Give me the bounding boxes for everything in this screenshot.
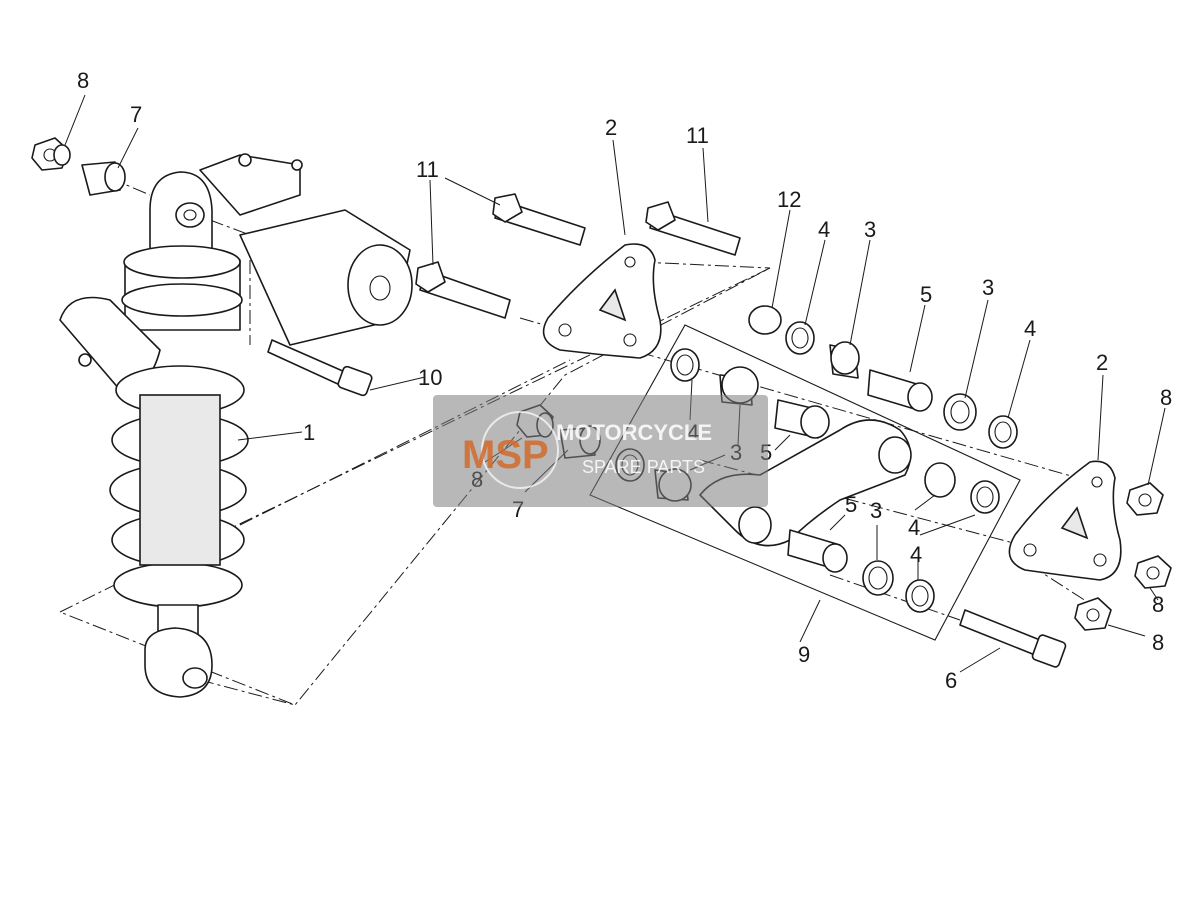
bolt-11-a: [492, 193, 586, 246]
callout-2: 2: [605, 115, 617, 140]
link-plate-2-left: [542, 243, 662, 359]
callout-5: 5: [920, 282, 932, 307]
callout-8: 8: [77, 68, 89, 93]
callout-7: 7: [130, 102, 142, 127]
spacer-7-left: [81, 161, 126, 196]
bushing-row-top: [785, 321, 1018, 449]
callout-3: 3: [870, 498, 882, 523]
callout-6: 6: [945, 668, 957, 693]
callout-9: 9: [798, 642, 810, 667]
callout-1: 1: [303, 420, 315, 445]
callout-3: 3: [864, 217, 876, 242]
callout-11: 11: [416, 157, 439, 182]
callout-5: 5: [845, 492, 857, 517]
callout-4: 4: [908, 515, 920, 540]
callout-2: 2: [1096, 350, 1108, 375]
bushing-row-middle: [670, 348, 830, 439]
callout-11: 11: [686, 123, 709, 148]
bolt-6: [959, 609, 1067, 668]
watermark: MSP MOTORCYCLE SPARE PARTS: [433, 395, 768, 507]
washer-12: [748, 305, 782, 335]
link-plate-2-right: [1008, 460, 1122, 581]
nut-8-right-c: [1074, 597, 1112, 631]
callout-3: 3: [982, 275, 994, 300]
bolt-11-b: [415, 261, 511, 319]
rear-shock-absorber: [59, 153, 413, 698]
watermark-line1: MOTORCYCLE: [556, 420, 712, 445]
watermark-logo: MSP: [462, 433, 549, 477]
callout-10: 10: [418, 365, 442, 390]
nut-8-right-a: [1126, 482, 1164, 516]
bolt-11-c: [645, 201, 741, 256]
watermark-box: [433, 395, 768, 507]
callout-4: 4: [818, 217, 830, 242]
nut-8-left: [31, 137, 71, 171]
callout-4: 4: [910, 542, 922, 567]
watermark-line2: SPARE PARTS: [582, 457, 705, 477]
callout-8: 8: [1152, 630, 1164, 655]
callout-8: 8: [1160, 385, 1172, 410]
globe-icon: [481, 411, 559, 489]
nut-8-right-b: [1134, 555, 1172, 589]
callout-8: 8: [1152, 592, 1164, 617]
leader-lines: [64, 94, 1166, 673]
bolt-10: [267, 339, 373, 397]
callout-4: 4: [1024, 316, 1036, 341]
callout-12: 12: [777, 187, 801, 212]
linkage-assembly-frame: [589, 324, 1021, 641]
